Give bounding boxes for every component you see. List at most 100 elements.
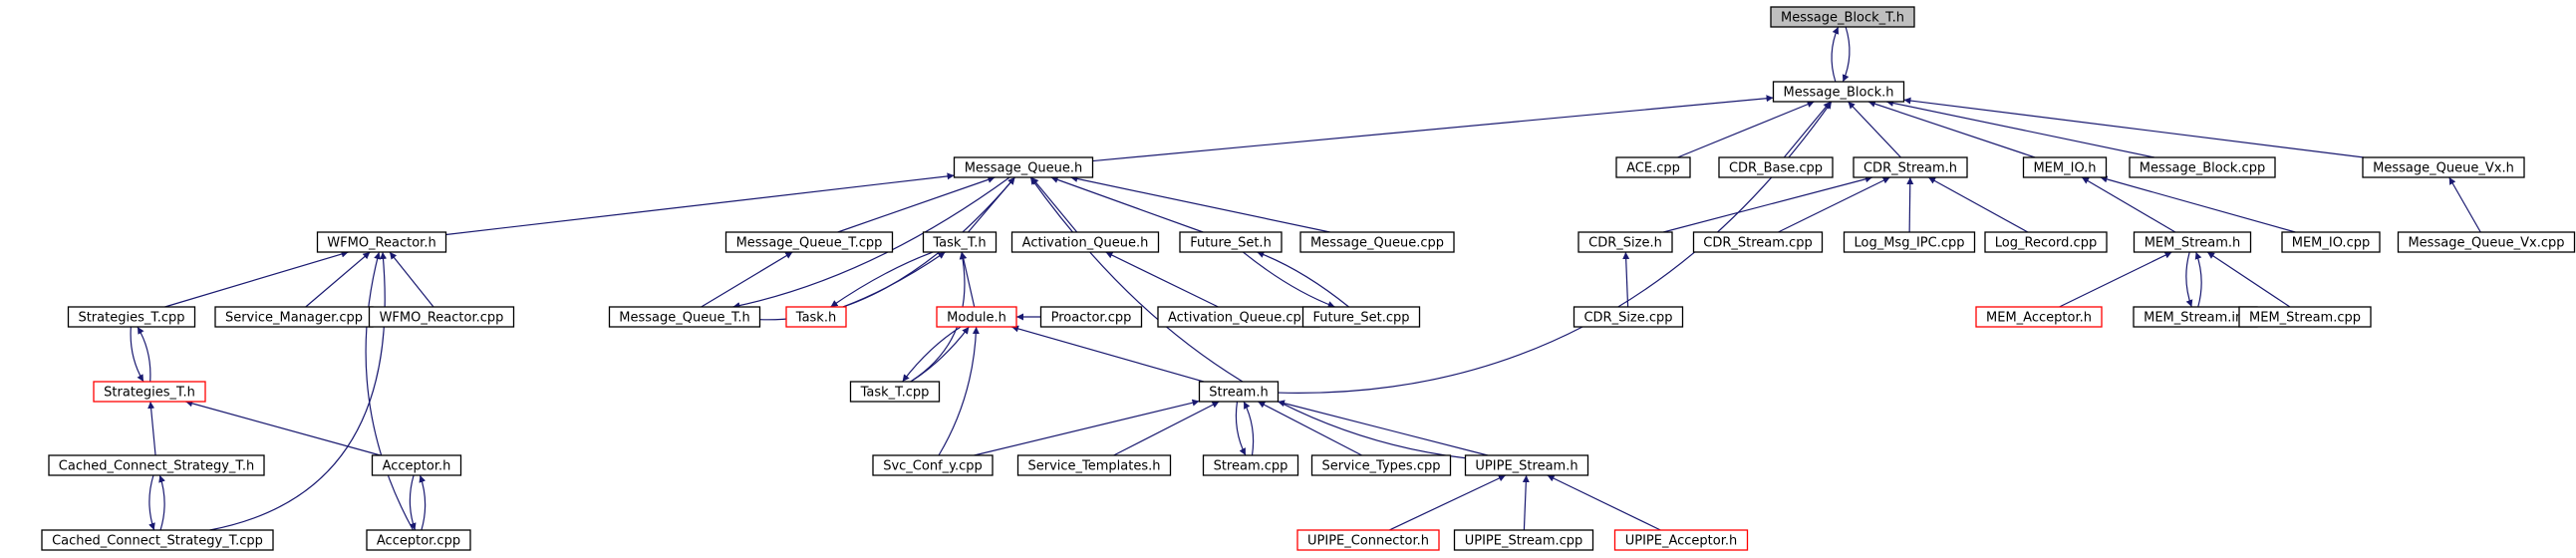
node-box	[1718, 156, 1834, 178]
node-strt-h[interactable]: Strategies_T.h	[93, 381, 206, 403]
node-cdrb-cpp[interactable]: CDR_Base.cpp	[1718, 156, 1834, 178]
node-futs-cpp[interactable]: Future_Set.cpp	[1301, 306, 1421, 328]
edge-actq-h-to-mq-h	[1030, 176, 1078, 233]
node-label: Message_Queue.h	[965, 161, 1083, 176]
node-memio-h[interactable]: MEM_IO.h	[2022, 156, 2108, 178]
node-cdrsz-cpp[interactable]: CDR_Size.cpp	[1573, 306, 1684, 328]
edge-cdrb-cpp-to-mb-h	[1783, 101, 1832, 158]
node-label: Task.h	[795, 311, 836, 326]
node-box	[48, 454, 265, 476]
edge-ccst-h-to-ccst-cpp	[148, 474, 155, 531]
edge-ccst-cpp-to-ccst-h	[158, 474, 165, 531]
node-proactor-cpp[interactable]: Proactor.cpp	[1039, 306, 1143, 328]
node-box	[1016, 454, 1172, 476]
edge-acceptor-h-to-strt-h	[185, 400, 381, 456]
node-box	[67, 306, 196, 328]
node-label: Acceptor.cpp	[377, 534, 460, 549]
node-mbt-h[interactable]: Message_Block_T.h	[1770, 6, 1915, 28]
node-actq-cpp[interactable]: Activation_Queue.cpp	[1157, 306, 1320, 328]
node-label: Task_T.cpp	[860, 386, 930, 401]
node-taskt-cpp[interactable]: Task_T.cpp	[849, 381, 941, 403]
node-wfmo-cpp[interactable]: WFMO_Reactor.cpp	[368, 306, 515, 328]
node-box	[724, 231, 894, 253]
edge-upipec-h-to-upipes-h	[1388, 474, 1507, 531]
node-strt-cpp[interactable]: Strategies_T.cpp	[67, 306, 196, 328]
node-mqt-cpp[interactable]: Message_Queue_T.cpp	[724, 231, 894, 253]
node-module-h[interactable]: Module.h	[936, 306, 1017, 328]
node-label: MEM_Stream.h	[2145, 236, 2241, 251]
node-memacc-h[interactable]: MEM_Acceptor.h	[1975, 306, 2103, 328]
node-upipea-h[interactable]: UPIPE_Acceptor.h	[1613, 529, 1749, 551]
edge-cdrs-cpp-to-cdrs-h	[1778, 176, 1890, 233]
node-label: Service_Manager.cpp	[225, 311, 363, 326]
node-ace-cpp[interactable]: ACE.cpp	[1615, 156, 1691, 178]
node-svcconf-cpp[interactable]: Svc_Conf_y.cpp	[872, 454, 994, 476]
edge-strt-h-to-strt-cpp	[137, 326, 151, 383]
node-cdrs-cpp[interactable]: CDR_Stream.cpp	[1692, 231, 1824, 253]
node-wfmo-h[interactable]: WFMO_Reactor.h	[316, 231, 447, 253]
node-box	[1453, 529, 1594, 551]
node-stream-cpp[interactable]: Stream.cpp	[1202, 454, 1299, 476]
edge-upipea-h-to-upipes-h	[1547, 474, 1661, 531]
node-label: Stream.h	[1209, 386, 1268, 401]
node-ccst-cpp[interactable]: Cached_Connect_Strategy_T.cpp	[41, 529, 274, 551]
node-cdrsz-h[interactable]: CDR_Size.h	[1577, 231, 1673, 253]
edge-cdrsz-cpp-to-cdrsz-h	[1622, 251, 1630, 308]
node-label: CDR_Stream.cpp	[1703, 236, 1812, 251]
node-ccst-h[interactable]: Cached_Connect_Strategy_T.h	[48, 454, 265, 476]
edge-futs-h-to-futs-cpp	[1243, 251, 1335, 308]
node-mqvx-cpp[interactable]: Message_Queue_Vx.cpp	[2397, 231, 2576, 253]
node-actq-h[interactable]: Activation_Queue.h	[1010, 231, 1160, 253]
edge-acceptor-cpp-to-acceptor-h	[419, 474, 427, 531]
node-mqvx-h[interactable]: Message_Queue_Vx.h	[2362, 156, 2525, 178]
edge-stream-cpp-to-stream-h	[1243, 401, 1255, 456]
node-box	[872, 454, 994, 476]
node-mq-h[interactable]: Message_Queue.h	[953, 156, 1094, 178]
edge-mb-h-to-mbt-h	[1831, 26, 1840, 83]
node-taskt-h[interactable]: Task_T.h	[922, 231, 998, 253]
node-svctypes-cpp[interactable]: Service_Types.cpp	[1310, 454, 1452, 476]
edge-taskt-cpp-to-module-h	[910, 326, 970, 383]
node-futs-h[interactable]: Future_Set.h	[1179, 231, 1283, 253]
node-mqt-h[interactable]: Message_Queue_T.h	[608, 306, 761, 328]
node-label: Message_Block.cpp	[2140, 161, 2265, 176]
node-label: UPIPE_Connector.h	[1307, 534, 1429, 549]
node-mb-cpp[interactable]: Message_Block.cpp	[2129, 156, 2276, 178]
node-memio-cpp[interactable]: MEM_IO.cpp	[2281, 231, 2381, 253]
edge-cdrsz-h-to-cdrs-h	[1662, 175, 1873, 233]
node-box	[2133, 231, 2252, 253]
node-acceptor-h[interactable]: Acceptor.h	[371, 454, 462, 476]
node-logrec-cpp[interactable]: Log_Record.cpp	[1984, 231, 2108, 253]
node-logmsg-cpp[interactable]: Log_Msg_IPC.cpp	[1843, 231, 1976, 253]
node-cdrs-h[interactable]: CDR_Stream.h	[1853, 156, 1968, 178]
node-label: Message_Queue.cpp	[1310, 236, 1444, 251]
node-box	[608, 306, 761, 328]
node-acceptor-cpp[interactable]: Acceptor.cpp	[366, 529, 471, 551]
node-label: CDR_Base.cpp	[1729, 161, 1823, 176]
node-task-h[interactable]: Task.h	[785, 306, 847, 328]
node-upipes-h[interactable]: UPIPE_Stream.h	[1464, 454, 1589, 476]
edge-mqt-h-to-mqt-cpp	[701, 251, 793, 308]
node-mems-h[interactable]: MEM_Stream.h	[2133, 231, 2252, 253]
edge-upipes-cpp-to-upipes-h	[1522, 474, 1530, 531]
edge-svcconf-cpp-to-stream-h	[974, 399, 1200, 456]
node-box	[2362, 156, 2525, 178]
edge-ccst-h-to-strt-h	[147, 401, 156, 456]
edge-mems-h-to-memio-h	[2081, 176, 2176, 233]
node-mems-cpp[interactable]: MEM_Stream.cpp	[2238, 306, 2372, 328]
node-label: Message_Queue_Vx.cpp	[2408, 236, 2564, 251]
node-svcmgr-cpp[interactable]: Service_Manager.cpp	[214, 306, 374, 328]
node-box	[1853, 156, 1968, 178]
node-label: CDR_Size.cpp	[1583, 311, 1672, 326]
node-upipes-cpp[interactable]: UPIPE_Stream.cpp	[1453, 529, 1594, 551]
node-label: WFMO_Reactor.cpp	[380, 311, 504, 326]
node-svctmpl-h[interactable]: Service_Templates.h	[1016, 454, 1172, 476]
node-box	[1573, 306, 1684, 328]
node-label: WFMO_Reactor.h	[327, 236, 435, 251]
node-mb-h[interactable]: Message_Block.h	[1772, 81, 1905, 103]
node-upipec-h[interactable]: UPIPE_Connector.h	[1296, 529, 1440, 551]
node-label: Strategies_T.cpp	[78, 311, 184, 326]
node-mq-cpp[interactable]: Message_Queue.cpp	[1299, 231, 1455, 253]
node-box	[1615, 156, 1691, 178]
node-stream-h[interactable]: Stream.h	[1198, 381, 1280, 403]
